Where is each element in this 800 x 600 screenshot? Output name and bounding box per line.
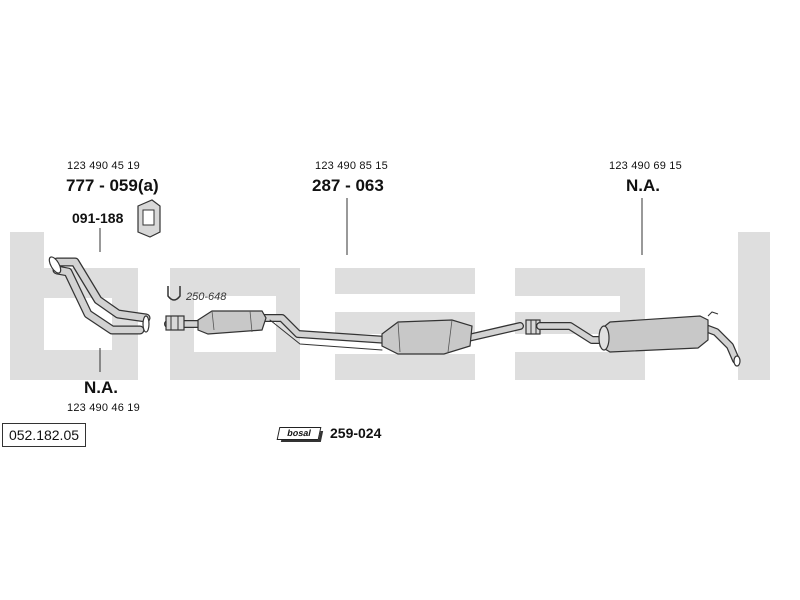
front-pipe-part: [48, 256, 151, 335]
bracket-part-number[interactable]: 091-188: [72, 210, 124, 226]
manifold-part-number[interactable]: 777 - 059(a): [66, 176, 159, 195]
u-clamp-part: [167, 286, 181, 301]
connector-part: [525, 319, 541, 335]
front-silencer-part: [197, 310, 267, 335]
assembly-kit-brand-logo: bosal: [276, 427, 322, 440]
middle-silencer-part: [381, 319, 473, 355]
bracket-part: [137, 199, 161, 238]
rear-silencer-part-number[interactable]: N.A.: [626, 176, 660, 195]
clamp-reference[interactable]: 250-648: [186, 291, 227, 303]
diagram-code: 052.182.05: [2, 423, 86, 447]
manifold-oem-number: 123 490 45 19: [67, 160, 140, 172]
front-pipe-oem-number: 123 490 46 19: [67, 402, 140, 414]
middle-silencer-oem-number: 123 490 85 15: [315, 160, 388, 172]
rear-silencer-oem-number: 123 490 69 15: [609, 160, 682, 172]
front-pipe-part-number[interactable]: N.A.: [84, 378, 118, 397]
tailpipe-end: [733, 355, 741, 367]
assembly-kit-part-number[interactable]: 259-024: [330, 425, 382, 441]
middle-silencer-part-number[interactable]: 287 - 063: [312, 176, 384, 195]
flange-part: [165, 315, 185, 331]
rear-silencer-part: [598, 311, 719, 353]
